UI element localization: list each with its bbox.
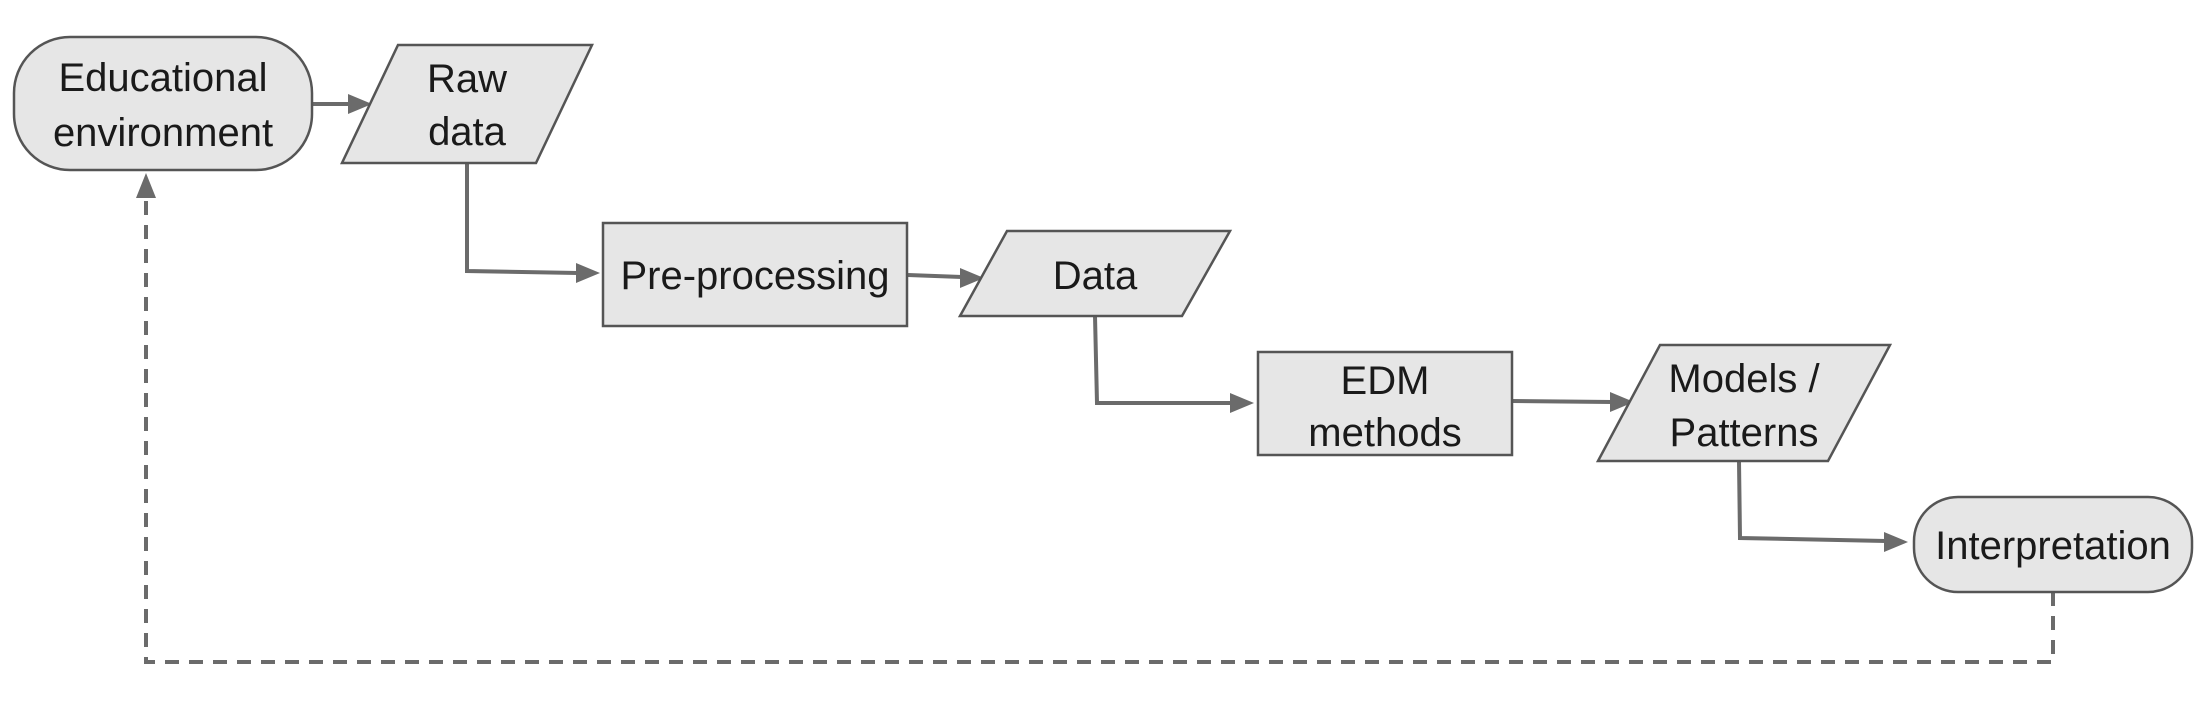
node-label-line1: Educational [58, 56, 267, 100]
arrowhead-icon [1884, 532, 1908, 552]
arrowhead-icon [1230, 393, 1254, 413]
node-educational-environment: Educational environment [12, 35, 314, 172]
node-edm-methods: EDM methods [1256, 350, 1514, 457]
node-label-line1: Models / [1668, 357, 1820, 401]
arrowhead-icon [136, 173, 156, 198]
process-box-shape [1256, 350, 1514, 457]
node-label: Data [1053, 254, 1138, 298]
arrow-raw-data-to-preprocessing [465, 163, 579, 275]
node-label-line2: methods [1308, 411, 1461, 455]
node-label-line2: Patterns [1670, 411, 1819, 455]
arrow-data-to-edm-methods [1093, 315, 1232, 405]
arrowhead-icon [576, 263, 600, 283]
arrow-preprocessing-to-data [907, 273, 963, 279]
node-label-line1: Raw [427, 57, 507, 101]
connectors [136, 94, 2055, 664]
node-label-line1: EDM [1341, 359, 1430, 403]
arrowhead-icon [348, 94, 372, 114]
process-box-shape [601, 221, 909, 328]
arrowhead-icon [1610, 392, 1634, 412]
node-raw-data: Raw data [340, 43, 594, 165]
arrow-models-to-interpretation [1737, 460, 1887, 543]
node-pre-processing: Pre-processing [601, 221, 909, 328]
node-label: Pre-processing [620, 254, 889, 298]
rounded-terminal-shape [12, 35, 314, 172]
node-label-line2: data [428, 110, 507, 154]
parallelogram-shape [340, 43, 594, 165]
arrowhead-icon [960, 268, 984, 288]
node-label-line2: environment [53, 111, 273, 155]
parallelogram-shape [1595, 343, 1893, 463]
parallelogram-shape [957, 229, 1233, 318]
node-data: Data [957, 229, 1233, 318]
node-interpretation: Interpretation [1912, 495, 2194, 594]
feedback-loop-dashed [144, 196, 2055, 664]
node-models-patterns: Models / Patterns [1595, 343, 1893, 463]
rounded-terminal-shape [1912, 495, 2194, 594]
arrow-edm-methods-to-models [1511, 399, 1613, 404]
node-label: Interpretation [1935, 524, 2171, 568]
